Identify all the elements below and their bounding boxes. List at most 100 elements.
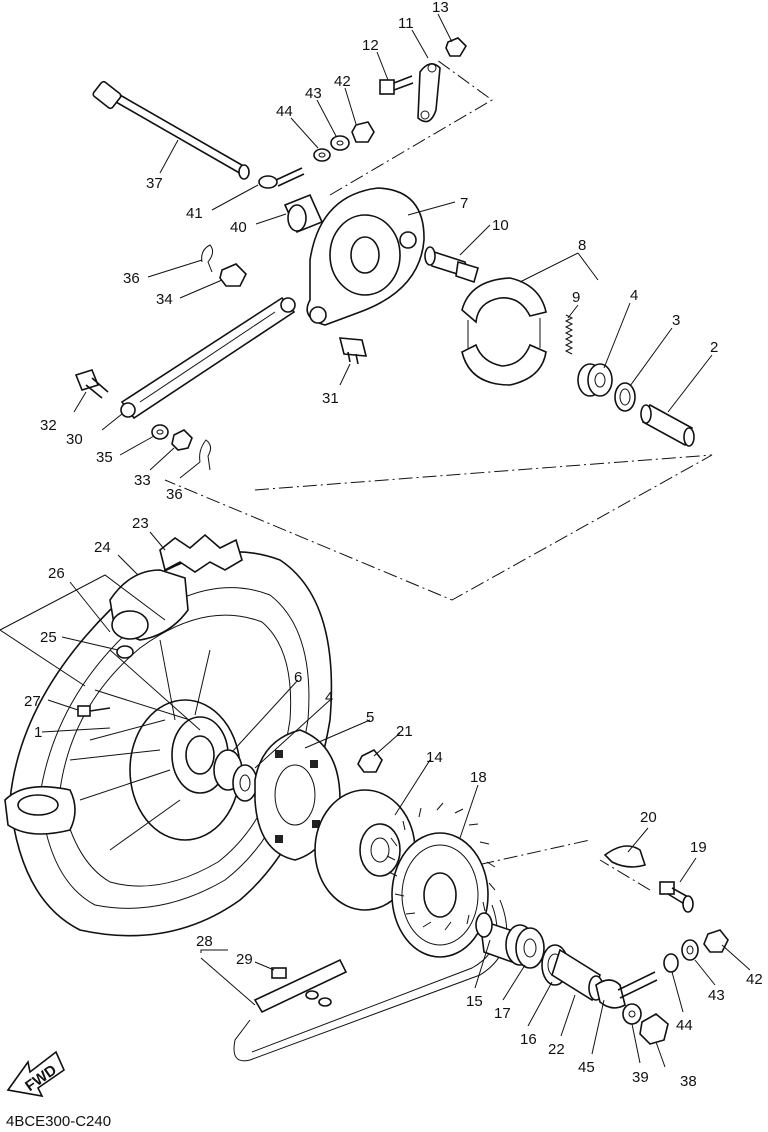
callout-42-upper: 42 [334, 73, 351, 90]
callout-6: 6 [294, 669, 302, 686]
callout-34: 34 [156, 291, 173, 308]
callout-43-upper: 43 [305, 85, 322, 102]
callout-32: 32 [40, 417, 57, 434]
washer-part-35 [151, 424, 169, 440]
callout-31: 31 [322, 390, 339, 407]
callout-44-upper: 44 [276, 103, 293, 120]
callout-13: 13 [432, 0, 449, 16]
tension-bar-part-30 [120, 296, 296, 420]
rear-wheel-assembly [4, 533, 416, 937]
callout-4-upper: 4 [630, 287, 638, 304]
callout-25: 25 [40, 629, 57, 646]
callout-35: 35 [96, 449, 113, 466]
callout-40: 40 [230, 219, 247, 236]
callout-36-lower: 36 [166, 486, 183, 503]
callout-42-lower: 42 [746, 971, 763, 988]
spring-part-9 [564, 314, 574, 355]
adjuster-bolt-part-41 [258, 167, 305, 189]
hub-drum-part-24 [109, 569, 189, 641]
master-link-part-29 [271, 967, 332, 1007]
brake-shoe-plate-part-7 [306, 187, 425, 326]
nut-part-33 [171, 429, 193, 451]
callout-30: 30 [66, 431, 83, 448]
callout-24: 24 [94, 539, 111, 556]
leader-lines [0, 13, 751, 1068]
nut-part-21 [357, 748, 383, 773]
callout-12: 12 [362, 37, 379, 54]
diagram-code: 4BCE300-C240 [6, 1113, 111, 1130]
callout-43-lower: 43 [708, 987, 725, 1004]
callout-36-upper: 36 [123, 270, 140, 287]
camshaft-lever-part-11 [417, 63, 441, 123]
bearing-part-4-upper [577, 363, 613, 397]
wheel-spokes [69, 639, 211, 851]
callout-18: 18 [470, 769, 487, 786]
callout-21: 21 [396, 723, 413, 740]
callout-22: 22 [548, 1041, 565, 1058]
bolt-part-12 [379, 75, 414, 95]
rear-axle-part-37 [92, 80, 250, 180]
callout-10: 10 [492, 217, 509, 234]
bearing-part-4-lower [232, 764, 258, 802]
wheel-damper-part-23 [159, 533, 243, 573]
callout-labels: 13 11 12 42 43 44 37 41 40 7 10 8 9 4 3 … [24, 0, 763, 1090]
callout-19: 19 [690, 839, 707, 856]
callout-20: 20 [640, 809, 657, 826]
callout-4-lower: 4 [325, 689, 333, 706]
cotter-pin-part-36-lower [199, 439, 212, 471]
washer-part-44-lower [663, 953, 679, 973]
callout-26: 26 [48, 565, 65, 582]
cotter-pin-part-36-upper [201, 244, 214, 273]
callout-14: 14 [426, 749, 443, 766]
brake-plate-assembly [74, 37, 695, 471]
nut-part-34 [219, 263, 247, 287]
callout-16: 16 [520, 1031, 537, 1048]
sprocket-hub-part-14 [314, 789, 416, 911]
bracket-part-20 [603, 845, 647, 868]
nut-part-42 [351, 121, 375, 143]
chain-adjuster-part-45 [595, 971, 658, 1009]
bearing-part-17 [505, 924, 545, 969]
callout-11: 11 [398, 15, 414, 32]
collar-part-40 [283, 193, 324, 234]
callout-5: 5 [366, 709, 374, 726]
spacer-part-2 [640, 403, 695, 447]
callout-45: 45 [578, 1059, 595, 1076]
callout-37: 37 [146, 175, 163, 192]
callout-23: 23 [132, 515, 149, 532]
callout-15: 15 [466, 993, 483, 1010]
washer-part-39 [622, 1003, 642, 1025]
callout-17: 17 [494, 1005, 511, 1022]
sprocket-part-18 [386, 802, 496, 958]
callout-39: 39 [632, 1069, 649, 1086]
brake-shoe-part-8 [461, 277, 547, 386]
bolt-part-31 [338, 337, 368, 365]
callout-33: 33 [134, 472, 151, 489]
washer-part-43 [330, 135, 350, 151]
axle-nut-part-38 [639, 1013, 669, 1045]
callout-2: 2 [710, 339, 718, 356]
callout-29: 29 [236, 951, 253, 968]
callout-8: 8 [578, 237, 586, 254]
spacer-part-25 [116, 645, 134, 659]
fwd-arrow-icon: FWD [6, 1050, 66, 1098]
callout-38: 38 [680, 1073, 697, 1090]
valve-part-27 [77, 705, 111, 717]
callout-28: 28 [196, 933, 213, 950]
brake-camshaft-part-10 [424, 246, 479, 284]
callout-7: 7 [460, 195, 468, 212]
collar-part-15 [475, 912, 513, 964]
nut-part-42-lower [703, 929, 729, 953]
drive-assembly [233, 802, 729, 1062]
nut-part-13 [445, 37, 468, 57]
callout-44-lower: 44 [676, 1017, 693, 1034]
washer-part-44 [313, 148, 331, 162]
callout-3: 3 [672, 312, 680, 329]
callout-27: 27 [24, 693, 41, 710]
bolt-part-32 [74, 369, 109, 399]
callout-41: 41 [186, 205, 203, 222]
callout-9: 9 [572, 289, 580, 306]
washer-part-43-lower [681, 939, 699, 961]
bolt-part-19 [659, 881, 694, 913]
